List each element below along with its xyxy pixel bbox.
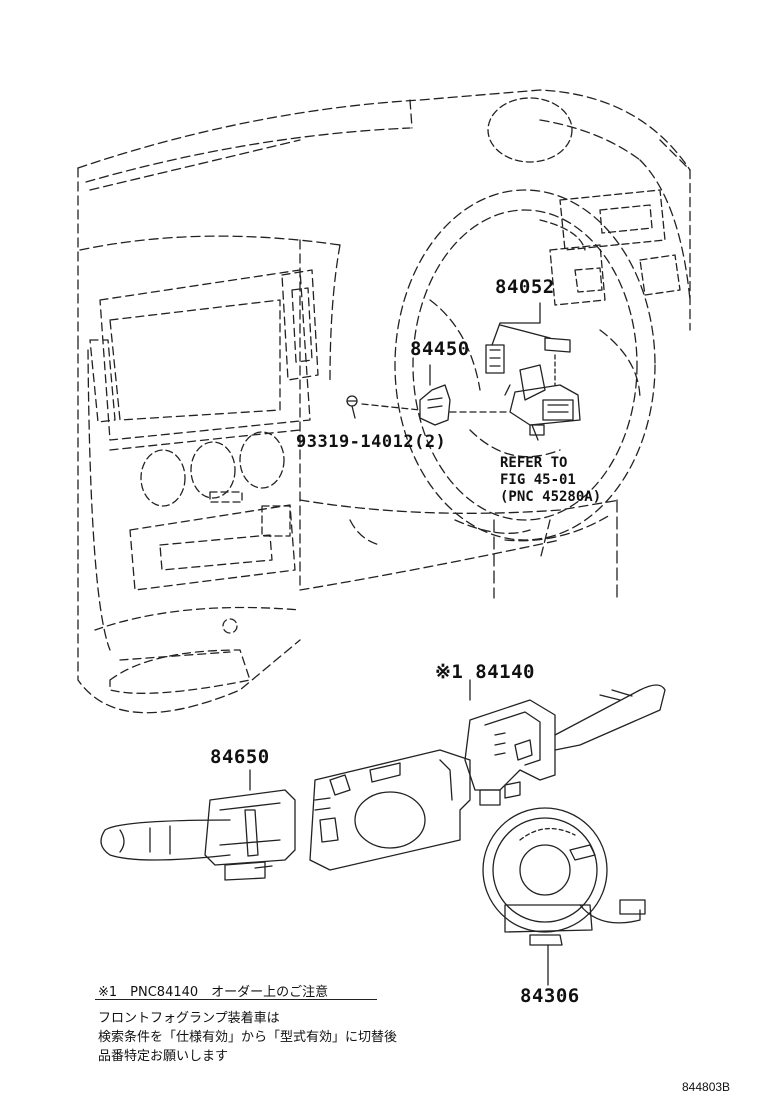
turn-signal-switch — [100, 769, 296, 881]
note-divider — [95, 999, 377, 1000]
dashboard-dials — [140, 97, 573, 634]
refer-line-3: (PNC 45280A) — [500, 489, 602, 505]
instrument-cluster — [539, 189, 681, 306]
figure-code: 844803B — [682, 1080, 731, 1094]
refer-line-2: FIG 45-01 — [500, 472, 576, 488]
part-label-84450: 84450 — [410, 338, 470, 360]
steering-wheel — [394, 189, 656, 561]
note-line-2: 検索条件を「仕様有効」から「型式有効」に切替後 — [98, 1030, 398, 1045]
note-line-3: 品番特定お願いします — [98, 1049, 229, 1064]
dashboard-outline — [77, 89, 691, 714]
part-label-84306: 84306 — [520, 985, 580, 1007]
part-label-84052: 84052 — [495, 276, 555, 298]
screw — [346, 395, 358, 419]
cruise-control-switch — [485, 302, 581, 441]
note-line-1: フロントフォグランプ装着車は — [98, 1011, 280, 1026]
column-leader-lines — [493, 499, 618, 599]
part-label-93319-14012: 93319-14012(2) — [296, 432, 447, 452]
refer-line-1: REFER TO — [500, 455, 568, 471]
dashboard-center-panel — [89, 269, 319, 694]
part-label-84140: ※1 84140 — [435, 661, 535, 683]
headlamp-switch — [464, 679, 666, 806]
combination-switch-body — [309, 749, 471, 871]
note-title: ※1 PNC84140 オーダー上のご注意 — [98, 985, 329, 1000]
part-label-84650: 84650 — [210, 746, 270, 768]
spiral-cable — [482, 807, 646, 986]
switch-84450 — [361, 364, 511, 426]
